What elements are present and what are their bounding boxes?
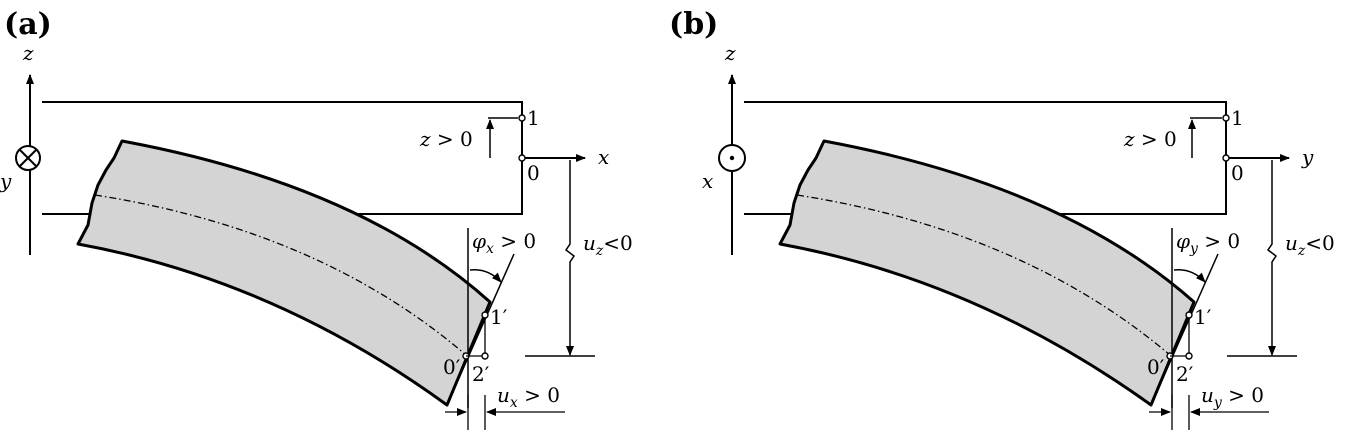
uz-arrow [1266,160,1278,356]
y-axis-label: y [0,169,12,193]
deformed-beam [778,139,1196,407]
y-axis-label: y [1301,145,1314,169]
point-2p-marker [1185,352,1193,360]
ux-label: ux > 0 [497,383,560,411]
x-axis-label: x [598,145,609,169]
point-1p-marker [481,311,489,319]
z-condition: z > 0 [419,127,473,151]
point-1p-label: 1′ [1194,305,1212,329]
uz-arrow [564,160,576,356]
point-1p-marker [1185,311,1193,319]
point-1p-label: 1′ [490,305,508,329]
uz-label: uz<0 [583,231,633,259]
z-axis-label: z [724,41,736,65]
point-1-marker [518,114,526,122]
rotated-section-line [1150,253,1219,406]
point-1-marker [1222,114,1230,122]
point-0-label: 0 [527,161,540,185]
point-2p-label: 2′ [472,362,490,386]
z-condition: z > 0 [1123,127,1177,151]
point-1-label: 1 [1231,106,1244,130]
uy-label: uy > 0 [1201,383,1264,411]
deformed-beam [76,139,492,407]
phi-arc [469,269,502,283]
z-axis-label: z [22,41,34,65]
panel-b: (b) z x y 1 0 z > 0 uz<0 φy > 0 1′ [669,7,1335,430]
point-2p-label: 2′ [1176,362,1194,386]
point-1-label: 1 [527,106,540,130]
point-2p-marker [481,352,489,360]
out-of-page-symbol [718,144,746,172]
point-0-marker [1222,154,1230,162]
deformed-neutral-axis [94,194,467,356]
phi-label: φy > 0 [1176,229,1240,257]
panel-a-letter: (a) [4,7,52,42]
panel-b-letter: (b) [669,7,718,42]
deformed-neutral-axis [796,194,1171,356]
point-0p-label: 0′ [1147,355,1165,379]
panel-a: (a) z y x 1 0 z > 0 uz<0 [0,7,633,430]
phi-label: φx > 0 [472,229,536,257]
point-0-label: 0 [1231,161,1244,185]
point-0-marker [518,154,526,162]
into-page-symbol [15,145,41,171]
rotated-section-line [446,253,515,406]
uz-label: uz<0 [1285,231,1335,259]
point-0p-label: 0′ [443,355,461,379]
x-axis-label: x [702,169,713,193]
phi-arc [1173,269,1206,283]
